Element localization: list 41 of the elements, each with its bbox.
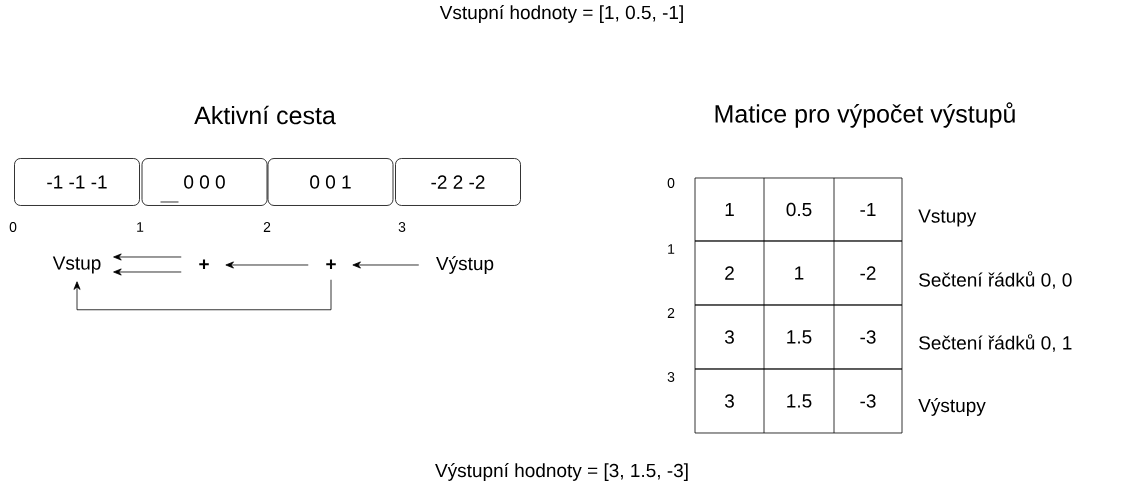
row-label: Výstupy [918,398,986,416]
row-label: Vstupy [918,209,977,227]
table-cell: 1.5 [787,330,812,344]
row-label: Sečtení řádků 0, 0 [919,271,1072,289]
plus-sign: + [326,259,336,270]
index-number: 2 [263,222,271,232]
table-cell: 2 [725,266,734,280]
arrow [225,261,309,269]
node-label: Výstup [436,256,494,274]
section-heading: Matice pro výpočet výstupů [715,102,1015,128]
plus-sign: + [199,259,209,270]
arrow [113,268,182,276]
index-number: 3 [398,222,406,232]
index-number: 1 [137,222,144,232]
table-cell: 1.5 [787,394,812,408]
table-cell: 3 [724,394,734,408]
table-cell: 1 [725,202,734,217]
table-cell: -1 [860,202,876,217]
value-box: 0 0 0 [141,158,268,206]
value-box: -1 -1 -1 [14,158,140,206]
arrow [73,279,332,311]
table-cell: -3 [860,394,876,408]
node-label: Vstup [52,256,101,274]
row-label: Sečtení řádků 0, 1 [919,334,1072,352]
index-number: 0 [9,222,17,232]
arrow [352,261,420,269]
table-cell: 0.5 [786,202,812,217]
table-cell: 3 [724,330,734,344]
title: Vstupní hodnoty = [1, 0.5, -1] [439,5,683,23]
table-cell: -2 [860,266,876,280]
row-index: 1 [668,244,675,254]
row-index: 0 [667,178,675,188]
table-cell: -3 [860,330,876,344]
row-index: 3 [667,372,675,382]
arrow [113,253,182,261]
row-index: 2 [667,308,675,318]
table-cell: 1 [795,266,804,280]
section-heading: Aktivní cesta [194,105,336,125]
value-box: -2 2 -2 [395,158,521,206]
caption: Výstupní hodnoty = [3, 1.5, -3] [435,463,688,481]
value-box: 0 0 1 [267,158,394,206]
